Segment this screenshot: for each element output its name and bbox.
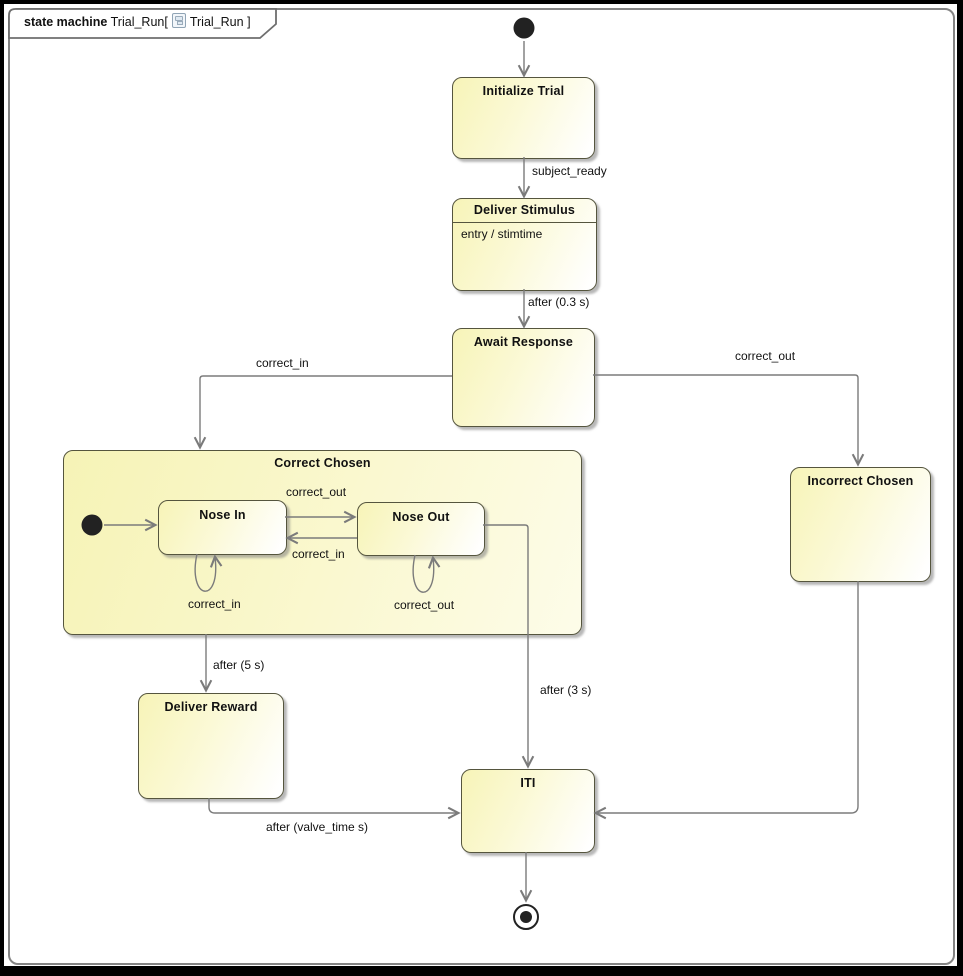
transition-label-after-3s[interactable]: after (3 s) (540, 683, 592, 697)
transition-label-nose-in-to-out[interactable]: correct_out (286, 485, 347, 499)
transition-label-correct-out-branch[interactable]: correct_out (735, 349, 796, 363)
state-title: Correct Chosen (274, 456, 371, 470)
frame-name: Trial_Run (110, 15, 165, 29)
transition-label-subject-ready[interactable]: subject_ready (532, 164, 607, 178)
state-incorrect-chosen[interactable]: Incorrect Chosen (790, 467, 931, 582)
state-deliver-reward[interactable]: Deliver Reward (138, 693, 284, 799)
frame-label-tab (8, 8, 277, 39)
state-title: ITI (520, 776, 536, 790)
frame-kind-label: state machine (24, 15, 108, 29)
compartment-separator (453, 222, 596, 223)
state-title: Deliver Stimulus (473, 203, 576, 217)
transition-label-after-0-3s[interactable]: after (0.3 s) (528, 295, 590, 309)
diagram-frame (8, 8, 955, 965)
transition-label-correct-in-branch[interactable]: correct_in (256, 356, 309, 370)
state-nose-in[interactable]: Nose In (158, 500, 287, 555)
transition-label-after-valve-time[interactable]: after (valve_time s) (266, 820, 369, 834)
state-await-response[interactable]: Await Response (452, 328, 595, 427)
frame-label: state machine Trial_Run[Trial_Run ] (24, 13, 251, 29)
state-title: Nose Out (392, 510, 450, 524)
state-title: Deliver Reward (164, 700, 258, 714)
state-correct-chosen[interactable]: Correct Chosen (63, 450, 582, 635)
transition-label-nose-out-self[interactable]: correct_out (394, 598, 455, 612)
transition-label-nose-out-to-in[interactable]: correct_in (292, 547, 345, 561)
state-title: Initialize Trial (482, 84, 565, 98)
state-title: Nose In (199, 508, 246, 522)
diagram-ref-icon (171, 13, 186, 28)
transition-label-nose-in-self[interactable]: correct_in (188, 597, 241, 611)
state-title: Incorrect Chosen (807, 474, 914, 488)
state-nose-out[interactable]: Nose Out (357, 502, 485, 556)
state-deliver-stimulus[interactable]: Deliver Stimulus entry / stimtime (452, 198, 597, 291)
entry-activity: entry / stimtime (461, 227, 543, 241)
state-iti[interactable]: ITI (461, 769, 595, 853)
state-title: Await Response (473, 335, 574, 349)
state-initialize-trial[interactable]: Initialize Trial (452, 77, 595, 159)
frame-open-bracket: [ (164, 15, 168, 29)
frame-ref-name: Trial_Run (189, 15, 244, 29)
transition-label-after-5s[interactable]: after (5 s) (213, 658, 265, 672)
frame-close-bracket: ] (247, 15, 251, 29)
